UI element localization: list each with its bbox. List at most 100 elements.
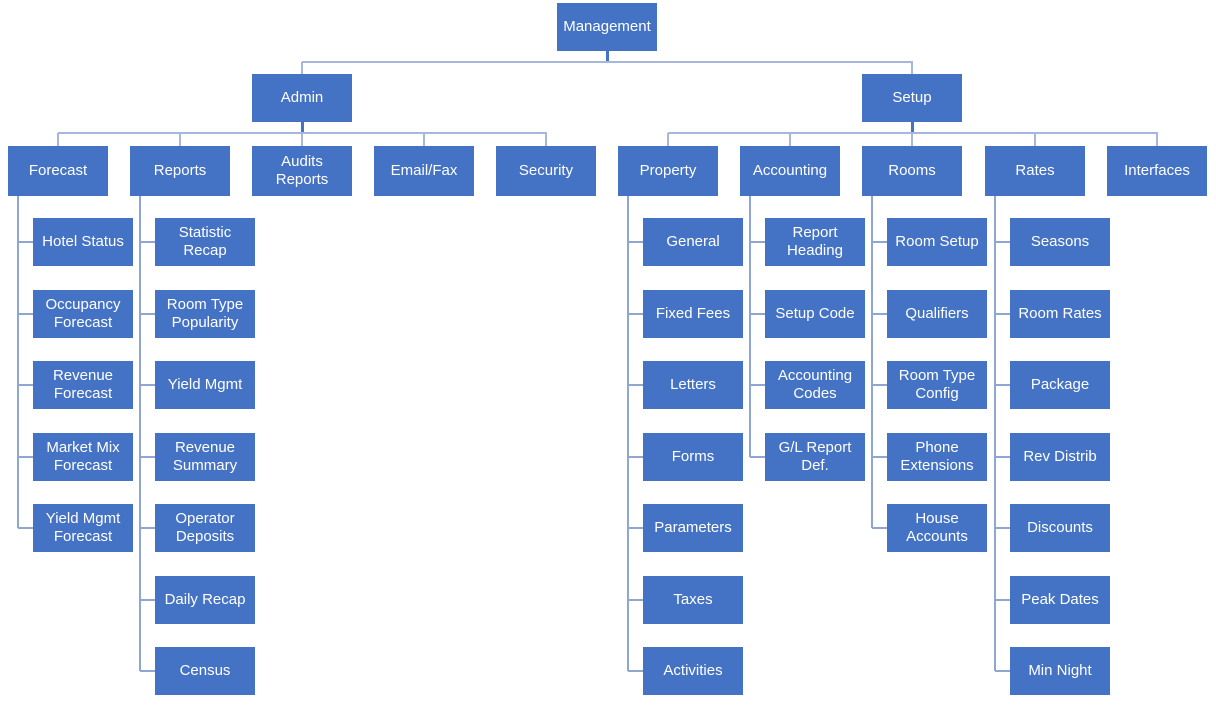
connector-line: [911, 62, 913, 74]
node-phone-extensions: Phone Extensions: [887, 433, 987, 481]
connector-line: [18, 527, 33, 529]
node-yield-mgmt-forecast: Yield Mgmt Forecast: [33, 504, 133, 552]
node-letters: Letters: [643, 361, 743, 409]
connector-line: [750, 313, 765, 315]
node-room-type-config: Room Type Config: [887, 361, 987, 409]
node-discounts: Discounts: [1010, 504, 1110, 552]
connector-line: [1156, 133, 1158, 146]
connector-line: [911, 122, 914, 133]
connector-line: [628, 599, 643, 601]
connector-line: [140, 384, 155, 386]
connector-line: [545, 133, 547, 146]
node-package: Package: [1010, 361, 1110, 409]
node-property: Property: [618, 146, 718, 196]
node-seasons: Seasons: [1010, 218, 1110, 266]
connector-line: [995, 313, 1010, 315]
connector-line: [301, 122, 304, 133]
connector-line: [995, 670, 1010, 672]
node-email-fax: Email/Fax: [374, 146, 474, 196]
node-room-setup: Room Setup: [887, 218, 987, 266]
node-fixed-fees: Fixed Fees: [643, 290, 743, 338]
connector-line: [18, 456, 33, 458]
node-revenue-forecast: Revenue Forecast: [33, 361, 133, 409]
connector-line: [627, 196, 629, 671]
node-setup-code: Setup Code: [765, 290, 865, 338]
node-parameters: Parameters: [643, 504, 743, 552]
connector-line: [18, 384, 33, 386]
node-activities: Activities: [643, 647, 743, 695]
node-report-heading: Report Heading: [765, 218, 865, 266]
connector-line: [995, 527, 1010, 529]
connector-line: [140, 599, 155, 601]
node-rev-distrib: Rev Distrib: [1010, 433, 1110, 481]
node-qualifiers: Qualifiers: [887, 290, 987, 338]
node-occupancy-forecast: Occupancy Forecast: [33, 290, 133, 338]
connector-line: [872, 241, 887, 243]
connector-line: [750, 384, 765, 386]
node-reports: Reports: [130, 146, 230, 196]
connector-line: [628, 527, 643, 529]
node-security: Security: [496, 146, 596, 196]
connector-line: [872, 527, 887, 529]
node-rooms: Rooms: [862, 146, 962, 196]
node-audits-reports: Audits Reports: [252, 146, 352, 196]
node-min-night: Min Night: [1010, 647, 1110, 695]
node-admin: Admin: [252, 74, 352, 122]
connector-line: [628, 456, 643, 458]
node-management: Management: [557, 3, 657, 51]
node-interfaces: Interfaces: [1107, 146, 1207, 196]
connector-line: [179, 133, 181, 146]
node-setup: Setup: [862, 74, 962, 122]
connector-line: [871, 196, 873, 528]
connector-line: [1034, 133, 1036, 146]
connector-line: [628, 670, 643, 672]
connector-line: [423, 133, 425, 146]
connector-line: [872, 384, 887, 386]
node-market-mix-forecast: Market Mix Forecast: [33, 433, 133, 481]
connector-line: [57, 133, 59, 146]
connector-line: [17, 196, 19, 528]
connector-line: [606, 51, 609, 62]
node-daily-recap: Daily Recap: [155, 576, 255, 624]
node-operator-deposits: Operator Deposits: [155, 504, 255, 552]
node-room-type-popularity: Room Type Popularity: [155, 290, 255, 338]
connector-line: [301, 62, 303, 74]
node-peak-dates: Peak Dates: [1010, 576, 1110, 624]
node-accounting: Accounting: [740, 146, 840, 196]
node-general: General: [643, 218, 743, 266]
node-gl-report-def: G/L Report Def.: [765, 433, 865, 481]
node-forms: Forms: [643, 433, 743, 481]
connector-line: [994, 196, 996, 671]
connector-line: [302, 61, 913, 63]
node-taxes: Taxes: [643, 576, 743, 624]
node-rates: Rates: [985, 146, 1085, 196]
connector-line: [301, 133, 303, 146]
connector-line: [140, 456, 155, 458]
connector-line: [140, 670, 155, 672]
connector-line: [750, 241, 765, 243]
node-yield-mgmt: Yield Mgmt: [155, 361, 255, 409]
node-forecast: Forecast: [8, 146, 108, 196]
node-revenue-summary: Revenue Summary: [155, 433, 255, 481]
connector-line: [628, 241, 643, 243]
node-statistic-recap: Statistic Recap: [155, 218, 255, 266]
node-hotel-status: Hotel Status: [33, 218, 133, 266]
connector-line: [911, 133, 913, 146]
connector-line: [749, 196, 751, 457]
node-room-rates: Room Rates: [1010, 290, 1110, 338]
node-census: Census: [155, 647, 255, 695]
connector-line: [995, 241, 1010, 243]
connector-line: [750, 456, 765, 458]
connector-line: [139, 196, 141, 671]
connector-line: [140, 527, 155, 529]
connector-line: [628, 313, 643, 315]
connector-line: [140, 313, 155, 315]
node-house-accounts: House Accounts: [887, 504, 987, 552]
connector-line: [995, 384, 1010, 386]
connector-line: [872, 456, 887, 458]
connector-line: [668, 132, 1158, 134]
connector-line: [18, 241, 33, 243]
connector-line: [872, 313, 887, 315]
connector-line: [667, 133, 669, 146]
